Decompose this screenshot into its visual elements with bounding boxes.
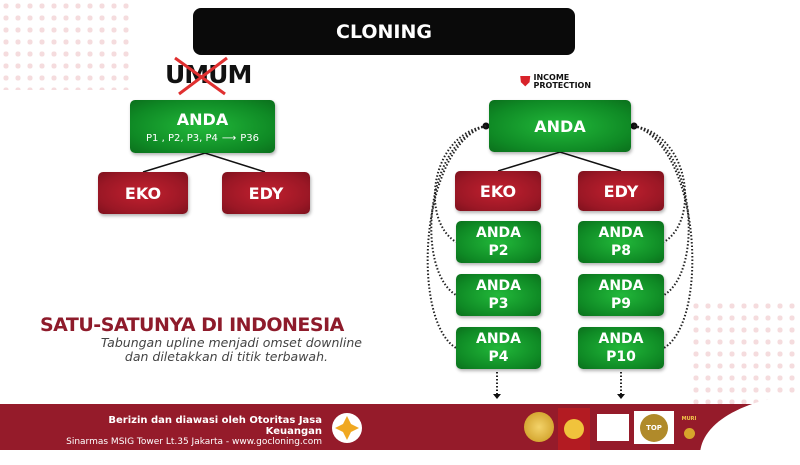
periods-label: P1 , P2, P3, P4 xyxy=(146,132,218,144)
tagline: SATU-SATUNYA DI INDONESIA Tabungan uplin… xyxy=(40,314,380,364)
node-anda-p4: ANDA P4 xyxy=(456,327,541,369)
target-period: P36 xyxy=(240,132,259,144)
node-label: ANDA xyxy=(598,225,644,241)
decor-pattern xyxy=(690,300,800,410)
award-top-label: TOP xyxy=(640,413,668,442)
node-period: P3 xyxy=(488,296,509,312)
right-root-anda: ANDA xyxy=(489,100,631,152)
award-muri-icon: MURI xyxy=(679,416,699,439)
arrow-right-icon: ⟶ xyxy=(221,132,237,144)
node-period: P2 xyxy=(488,243,509,259)
footer-line2: Sinarmas MSIG Tower Lt.35 Jakarta - www.… xyxy=(66,437,322,447)
umum-label: UMUM xyxy=(165,60,252,89)
node-period: P9 xyxy=(610,296,631,312)
node-label: ANDA xyxy=(475,331,521,347)
decor-pattern xyxy=(0,0,130,90)
node-period: P8 xyxy=(610,243,631,259)
footer-text: Berizin dan diawasi oleh Otoritas Jasa K… xyxy=(55,415,322,447)
node-anda-p2: ANDA P2 xyxy=(456,221,541,263)
income-protection-badge: ⛊ INCOME PROTECTION xyxy=(520,73,592,91)
left-child-eko: EKO xyxy=(98,172,188,214)
node-anda-p3: ANDA P3 xyxy=(456,274,541,316)
badge-line1: INCOME xyxy=(533,73,570,82)
badge-line2: PROTECTION xyxy=(533,81,592,90)
right-child-eko: EKO xyxy=(455,171,541,211)
tagline-line2: dan diletakkan di titik terbawah. xyxy=(124,349,328,364)
award-top-finance-icon xyxy=(524,412,554,442)
node-label: ANDA xyxy=(475,278,521,294)
connector-lines xyxy=(142,122,694,399)
left-child-edy: EDY xyxy=(222,172,310,214)
root-label: ANDA xyxy=(176,109,229,129)
node-label: ANDA xyxy=(598,331,644,347)
node-label: ANDA xyxy=(475,225,521,241)
cross-icon xyxy=(174,56,228,96)
footer-line1: Berizin dan diawasi oleh Otoritas Jasa K… xyxy=(108,415,322,437)
node-anda-p10: ANDA P10 xyxy=(578,327,664,369)
company-logo-icon xyxy=(331,412,363,444)
shield-icon: ⛊ xyxy=(520,74,531,90)
node-period: P4 xyxy=(488,349,509,365)
award-icon xyxy=(597,414,629,441)
node-anda-p8: ANDA P8 xyxy=(578,221,664,263)
award-top-gpr-icon xyxy=(558,408,590,450)
muri-label: MURI xyxy=(681,416,697,422)
tagline-line1: Tabungan upline menjadi omset downline xyxy=(100,335,362,350)
page-title: CLONING xyxy=(193,8,575,55)
right-child-edy: EDY xyxy=(578,171,664,211)
node-anda-p9: ANDA P9 xyxy=(578,274,664,316)
left-root-anda: ANDA P1 , P2, P3, P4 ⟶ P36 xyxy=(130,100,275,153)
tagline-heading: SATU-SATUNYA DI INDONESIA xyxy=(40,314,344,336)
node-period: P10 xyxy=(606,349,636,365)
umum-crossed: UMUM xyxy=(165,56,252,96)
award-top-icon: TOP xyxy=(634,411,674,444)
node-label: ANDA xyxy=(598,278,644,294)
